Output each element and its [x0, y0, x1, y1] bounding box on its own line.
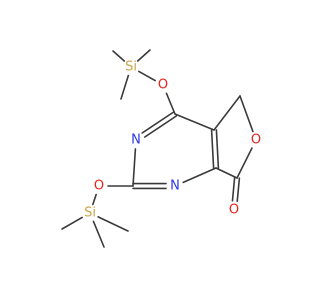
atom-si_bottom-backdrop — [82, 205, 98, 221]
atom-o_ring-backdrop — [248, 132, 264, 148]
bond-line-12 — [239, 95, 254, 133]
bond-line-19 — [97, 216, 129, 232]
bond-line-10 — [174, 113, 215, 131]
bond-line-15b — [236, 177, 241, 203]
bond-line-20 — [92, 220, 105, 248]
bond-line-8 — [182, 167, 217, 184]
bond-line-11 — [213, 95, 241, 131]
bond-line-18 — [61, 216, 83, 230]
bond-line-13 — [236, 147, 253, 179]
bond-line-17 — [92, 193, 97, 206]
atom-o_carbonyl-label: O — [229, 203, 239, 218]
atom-si_top-label: Si — [125, 60, 137, 75]
bond-line-5b — [144, 115, 178, 138]
atom-n_upper-backdrop — [128, 132, 144, 148]
atom-o_top-backdrop — [155, 77, 171, 93]
atom-si_top-backdrop — [123, 59, 139, 75]
atom-n_lower-label: N — [170, 179, 180, 194]
bond-line-14 — [215, 167, 238, 179]
bond-line-5a — [141, 111, 175, 134]
bond-layer — [61, 49, 254, 248]
bond-line-15a — [231, 176, 236, 202]
bond-line-9b — [210, 129, 215, 169]
bond-line-3 — [138, 70, 156, 82]
atom-o_ring-label: O — [251, 133, 261, 148]
bond-line-9a — [215, 129, 220, 169]
atom-o_carbonyl-backdrop — [226, 202, 242, 218]
bond-line-2 — [120, 74, 130, 100]
atom-n_lower-backdrop — [167, 178, 183, 194]
atom-n_upper-label: N — [131, 133, 141, 148]
bond-line-1 — [112, 50, 126, 62]
atom-o_bottom-backdrop — [91, 178, 107, 194]
atom-o_bottom-label: O — [94, 179, 104, 194]
bond-line-6 — [132, 148, 137, 187]
atom-si_bottom-label: Si — [84, 206, 96, 221]
bond-line-0 — [136, 49, 151, 62]
atom-o_top-label: O — [158, 78, 168, 93]
bond-line-4 — [165, 92, 176, 115]
